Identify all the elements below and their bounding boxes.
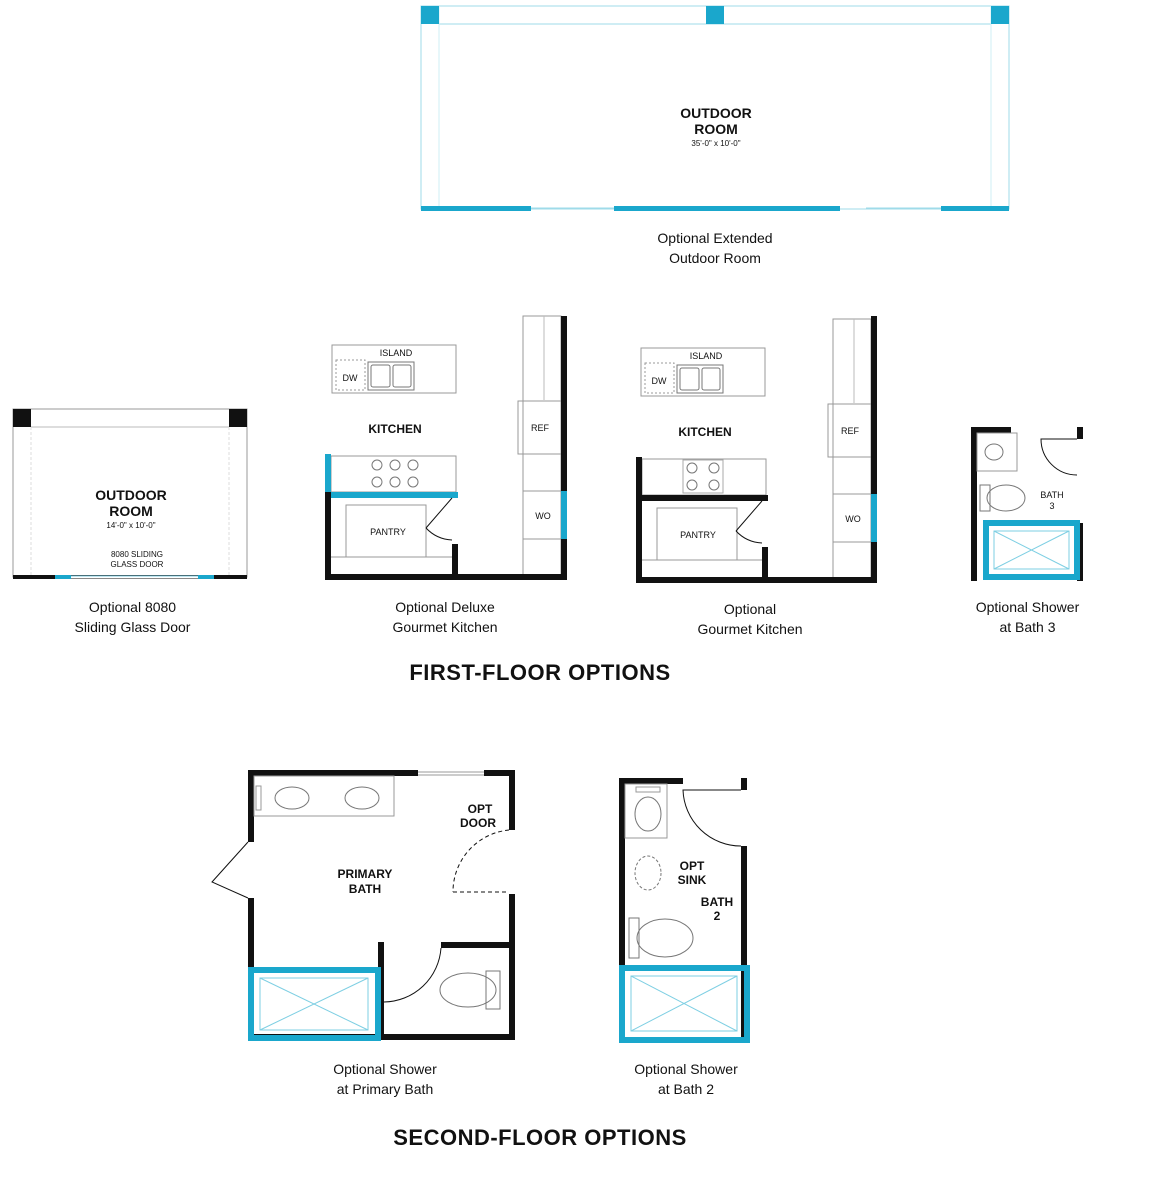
bath3-label-2: 3 <box>1049 501 1054 511</box>
first-floor-heading: FIRST-FLOOR OPTIONS <box>409 660 671 685</box>
gourmet-kitchen-caption-line2: Gourmet Kitchen <box>697 621 803 637</box>
primary-bath-label-2: BATH <box>349 882 381 896</box>
gourmet-dw-label: DW <box>652 376 667 386</box>
gourmet-kitchen-plan: ISLAND DW KITCHEN REF WO PANTRY <box>636 316 877 583</box>
sliding-door-caption-line1: Optional 8080 <box>88 599 177 615</box>
deluxe-dw-label: DW <box>343 373 358 383</box>
primary-bath-caption-line2: at Primary Bath <box>336 1081 434 1097</box>
opt-door-label-1: OPT <box>468 802 493 816</box>
gourmet-pantry-label: PANTRY <box>680 530 716 540</box>
bath3-caption-line2: at Bath 3 <box>999 619 1056 635</box>
primary-bath-caption-line1: Optional Shower <box>333 1061 437 1077</box>
second-floor-heading: SECOND-FLOOR OPTIONS <box>393 1125 687 1150</box>
bath3-label-1: BATH <box>1040 490 1063 500</box>
deluxe-kitchen-plan: ISLAND DW KITCHEN REF WO PANTRY <box>325 315 567 580</box>
deluxe-kitchen-label: KITCHEN <box>368 422 421 436</box>
bath3-caption-line1: Optional Shower <box>975 599 1080 615</box>
deluxe-wo-label: WO <box>535 511 551 521</box>
deluxe-kitchen-caption-line2: Gourmet Kitchen <box>392 619 498 635</box>
deluxe-ref-label: REF <box>531 423 550 433</box>
deluxe-kitchen-caption-line1: Optional Deluxe <box>395 599 495 615</box>
slide-door-label-1: 8080 SLIDING <box>111 550 163 559</box>
sliding-door-outdoor-room-plan: OUTDOOR ROOM 14'-0" x 10'-0" 8080 SLIDIN… <box>12 408 248 579</box>
gourmet-kitchen-label: KITCHEN <box>678 425 731 439</box>
extended-outdoor-room-plan: OUTDOOR ROOM 35'-0" x 10'-0" <box>420 5 1010 211</box>
ext-room-label-1: OUTDOOR <box>680 105 752 121</box>
primary-bath-caption: Optional Shower at Primary Bath <box>285 1059 485 1099</box>
deluxe-pantry-label: PANTRY <box>370 527 406 537</box>
opt-sink-label-2: SINK <box>678 873 707 887</box>
bath3-plan: BATH 3 <box>971 427 1083 581</box>
gourmet-kitchen-caption-line1: Optional <box>723 601 777 617</box>
slide-room-dimension: 14'-0" x 10'-0" <box>106 521 155 530</box>
extended-outdoor-caption-line1: Optional Extended <box>657 230 773 246</box>
primary-bath-label-1: PRIMARY <box>338 867 393 881</box>
deluxe-island-label: ISLAND <box>380 348 413 358</box>
gourmet-kitchen-caption: Optional Gourmet Kitchen <box>650 599 850 639</box>
bath2-caption-line1: Optional Shower <box>634 1061 738 1077</box>
bath3-caption: Optional Shower at Bath 3 <box>950 597 1105 637</box>
ext-room-dimension: 35'-0" x 10'-0" <box>691 139 740 148</box>
extended-outdoor-caption-line2: Outdoor Room <box>669 250 761 266</box>
ext-room-label-2: ROOM <box>694 121 738 137</box>
extended-outdoor-caption: Optional Extended Outdoor Room <box>600 228 830 268</box>
primary-bath-plan: OPT DOOR PRIMARY BATH <box>211 770 515 1041</box>
bath2-caption-line2: at Bath 2 <box>657 1081 715 1097</box>
bath2-label-1: BATH <box>701 895 733 909</box>
bath2-caption: Optional Shower at Bath 2 <box>596 1059 776 1099</box>
bath2-plan: OPT SINK BATH 2 <box>619 778 750 1043</box>
slide-room-label-1: OUTDOOR <box>95 487 167 503</box>
sliding-door-caption: Optional 8080 Sliding Glass Door <box>40 597 225 637</box>
deluxe-kitchen-caption: Optional Deluxe Gourmet Kitchen <box>345 597 545 637</box>
opt-sink-label-1: OPT <box>680 859 705 873</box>
bath2-label-2: 2 <box>714 909 721 923</box>
slide-room-label-2: ROOM <box>109 503 153 519</box>
slide-door-label-2: GLASS DOOR <box>111 560 164 569</box>
gourmet-ref-label: REF <box>841 426 860 436</box>
sliding-door-caption-line2: Sliding Glass Door <box>74 619 191 635</box>
opt-door-label-2: DOOR <box>460 816 496 830</box>
gourmet-island-label: ISLAND <box>690 351 723 361</box>
gourmet-wo-label: WO <box>845 514 861 524</box>
